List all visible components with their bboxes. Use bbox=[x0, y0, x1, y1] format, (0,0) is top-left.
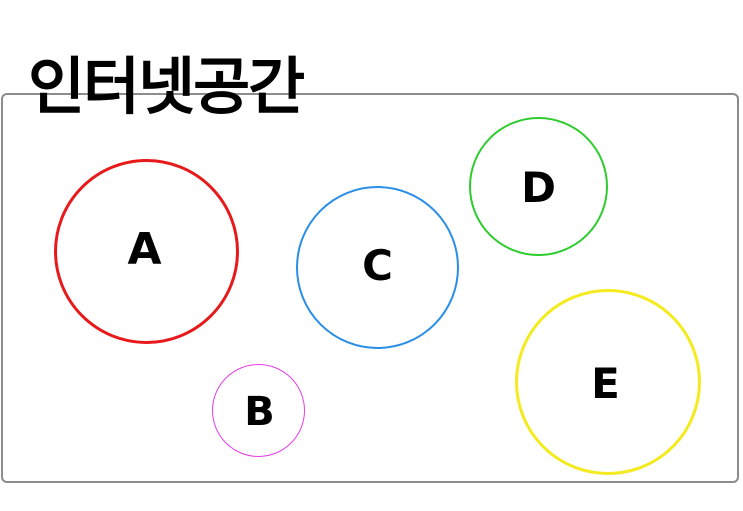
circle-node-b: B bbox=[212, 364, 305, 457]
diagram-frame bbox=[1, 93, 739, 483]
diagram-title: 인터넷공간 bbox=[28, 50, 305, 123]
circle-node-a-label: A bbox=[127, 223, 162, 275]
circle-node-d: D bbox=[469, 117, 608, 256]
circle-node-a: A bbox=[54, 159, 239, 344]
circle-node-c-label: C bbox=[362, 241, 393, 290]
circle-node-e-label: E bbox=[591, 358, 620, 408]
circle-node-c: C bbox=[296, 186, 459, 349]
circle-node-d-label: D bbox=[521, 162, 556, 212]
circle-node-b-label: B bbox=[244, 389, 275, 435]
circle-node-e: E bbox=[515, 289, 701, 475]
